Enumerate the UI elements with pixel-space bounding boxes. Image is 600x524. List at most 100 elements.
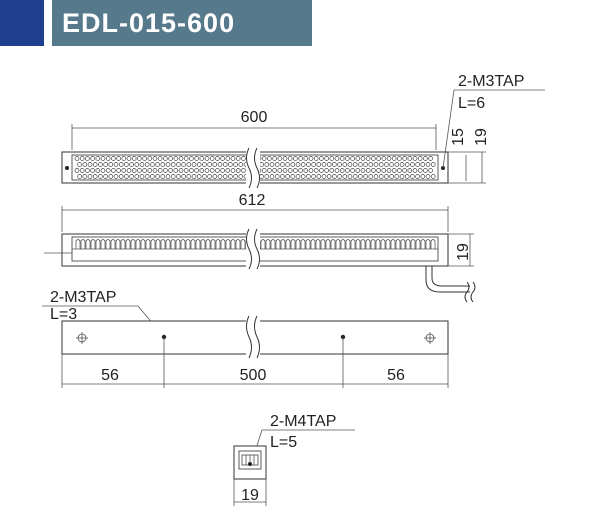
led-dot bbox=[274, 174, 280, 179]
led-dot bbox=[384, 174, 389, 179]
led-dot bbox=[100, 156, 106, 161]
led-profile bbox=[200, 239, 206, 249]
led-profile bbox=[410, 239, 416, 249]
led-dot bbox=[373, 162, 379, 167]
break-mark-icon bbox=[246, 231, 260, 269]
led-dot bbox=[228, 174, 233, 179]
tap-hole-icon bbox=[65, 166, 69, 170]
end-window bbox=[238, 450, 262, 470]
led-profile bbox=[185, 239, 191, 249]
break-mark-icon bbox=[246, 228, 252, 270]
led-dot bbox=[386, 168, 392, 173]
led-dot bbox=[287, 156, 293, 161]
led-dot bbox=[410, 162, 415, 167]
led-dot bbox=[293, 156, 298, 161]
led-dot bbox=[420, 174, 426, 179]
led-profile bbox=[270, 239, 276, 249]
led-dot bbox=[267, 156, 272, 161]
led-profile bbox=[355, 239, 361, 249]
led-profile bbox=[160, 239, 166, 249]
led-dot bbox=[371, 156, 376, 161]
led-dot bbox=[358, 174, 363, 179]
led-dot bbox=[308, 168, 314, 173]
led-dot bbox=[342, 174, 348, 179]
led-dot bbox=[204, 168, 210, 173]
led-profile bbox=[190, 239, 196, 249]
led-dot bbox=[92, 162, 98, 167]
led-dot bbox=[306, 174, 311, 179]
led-dot bbox=[267, 168, 272, 173]
led-dot bbox=[215, 168, 220, 173]
led-side-row bbox=[75, 239, 436, 249]
led-dot bbox=[402, 156, 407, 161]
break-mark-icon bbox=[254, 147, 260, 189]
led-dot bbox=[332, 174, 337, 179]
led-dot bbox=[399, 162, 405, 167]
led-dot bbox=[298, 168, 303, 173]
led-profile bbox=[420, 239, 426, 249]
led-dot bbox=[74, 168, 80, 173]
led-dot bbox=[220, 168, 225, 173]
led-dot bbox=[321, 174, 327, 179]
led-dot bbox=[391, 156, 397, 161]
led-profile bbox=[375, 239, 381, 249]
led-profile bbox=[100, 239, 106, 249]
led-dot bbox=[334, 168, 340, 173]
led-dot bbox=[280, 174, 285, 179]
led-dot bbox=[412, 156, 418, 161]
led-profile bbox=[310, 239, 316, 249]
led-dot bbox=[209, 156, 215, 161]
led-dot bbox=[360, 168, 366, 173]
led-dot bbox=[423, 156, 428, 161]
led-dot bbox=[199, 168, 205, 173]
led-profile bbox=[215, 239, 221, 249]
led-profile bbox=[295, 239, 301, 249]
led-dot bbox=[381, 168, 387, 173]
led-dot bbox=[319, 168, 324, 173]
end-tap-depth: L=5 bbox=[270, 434, 297, 451]
led-dot bbox=[235, 168, 241, 173]
led-profile bbox=[300, 239, 306, 249]
led-profile bbox=[90, 239, 96, 249]
led-profile bbox=[305, 239, 311, 249]
led-dot bbox=[238, 162, 244, 167]
led-dot bbox=[303, 156, 309, 161]
led-profile bbox=[170, 239, 176, 249]
led-dot bbox=[313, 168, 319, 173]
led-dot bbox=[363, 162, 368, 167]
led-dot bbox=[235, 156, 241, 161]
led-dot bbox=[103, 162, 108, 167]
led-dot bbox=[350, 156, 355, 161]
end-tap-note: 2-M4TAP bbox=[270, 413, 336, 430]
led-dot bbox=[215, 156, 220, 161]
led-dot bbox=[163, 156, 168, 161]
led-dot bbox=[326, 162, 332, 167]
led-dot bbox=[139, 174, 145, 179]
led-profile bbox=[345, 239, 351, 249]
led-dot bbox=[355, 156, 361, 161]
led-dot bbox=[350, 168, 355, 173]
led-dot bbox=[131, 168, 137, 173]
led-dot bbox=[186, 162, 192, 167]
led-dot bbox=[272, 156, 277, 161]
led-dot bbox=[79, 168, 85, 173]
led-dot bbox=[404, 174, 410, 179]
led-dot bbox=[144, 162, 150, 167]
led-dot bbox=[118, 162, 124, 167]
led-profile bbox=[315, 239, 321, 249]
led-dot bbox=[191, 162, 197, 167]
led-dot bbox=[82, 162, 88, 167]
led-dot bbox=[178, 156, 184, 161]
led-dot bbox=[160, 174, 166, 179]
led-dot bbox=[194, 156, 199, 161]
led-dot bbox=[295, 174, 301, 179]
led-dot bbox=[334, 156, 340, 161]
mount-hole-icon bbox=[76, 332, 88, 344]
led-dot bbox=[378, 174, 384, 179]
led-dot bbox=[404, 162, 410, 167]
led-dot bbox=[176, 162, 181, 167]
top-width-dim: 600 bbox=[241, 109, 268, 126]
led-dot bbox=[277, 156, 283, 161]
led-dot bbox=[345, 168, 350, 173]
led-dot bbox=[285, 162, 290, 167]
